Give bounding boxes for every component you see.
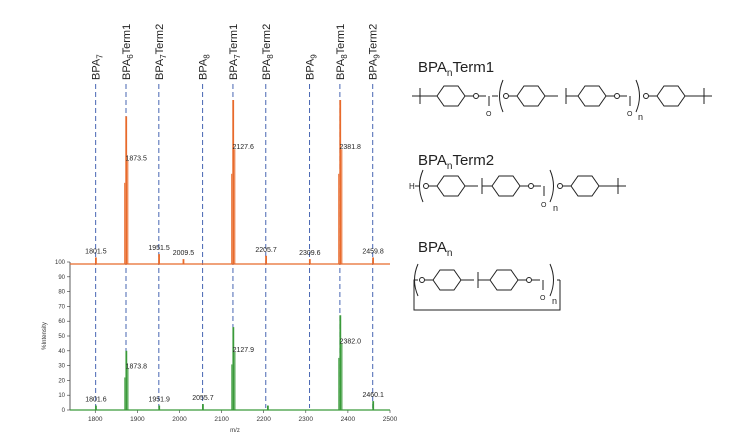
y-tick-label: 70 <box>58 304 65 310</box>
y-tick-label: 60 <box>58 319 65 325</box>
y-tick-label: 90 <box>58 275 65 281</box>
structure-term2-title: BPAnTerm2 <box>418 152 494 172</box>
y-tick-label: 100 <box>55 260 66 266</box>
y-tick-label: 50 <box>58 334 65 340</box>
x-tick-label: 2500 <box>383 416 398 423</box>
peak-label: 2127.9 <box>233 347 255 354</box>
x-axis: 1800 1900 2000 2100 2200 2300 2400 2500 m/z <box>70 409 398 434</box>
structure-cyclic-carbonyl: O <box>540 295 546 302</box>
y-axis-label: %Intensity <box>42 322 48 350</box>
x-tick-label: 2400 <box>341 416 356 423</box>
assignment-label: BPA8 <box>198 54 212 80</box>
peak-label: 2055.7 <box>192 395 214 402</box>
x-tick-label: 1800 <box>88 416 103 423</box>
x-tick-label: 2100 <box>214 416 229 423</box>
peak-label: 1873.8 <box>126 364 148 371</box>
assignment-label: BPA8Term1 <box>335 24 349 80</box>
x-tick-label: 2200 <box>256 416 271 423</box>
peak-label: 1801.6 <box>85 397 107 404</box>
peak-label: 2309.6 <box>299 250 321 257</box>
peak-label: 1951.5 <box>148 245 170 252</box>
structure-cyclic-drawing <box>413 263 561 311</box>
y-tick-label: 0 <box>62 408 66 414</box>
peak-label: 2205.7 <box>255 247 277 254</box>
structure-term1: BPAnTerm1 <box>412 59 712 122</box>
structure-term1-carbonyl-2: O <box>627 111 633 118</box>
assignment-label: BPA7Term1 <box>228 24 242 80</box>
structure-term1-carbonyl: O <box>486 111 492 118</box>
x-tick-label: 2000 <box>172 416 187 423</box>
spectra <box>70 100 390 411</box>
assignment-label: BPA9Term2 <box>368 24 382 80</box>
structure-cyclic: BPAn O n <box>413 239 561 311</box>
assignment-label: BPA7 <box>91 54 105 80</box>
structure-cyclic-title: BPAn <box>418 239 452 259</box>
assignment-label: BPA8Term2 <box>261 24 275 80</box>
structure-term2-h-end: H <box>409 182 415 191</box>
y-tick-label: 40 <box>58 349 65 355</box>
x-ticks: 1800 1900 2000 2100 2200 2300 2400 2500 <box>88 410 398 423</box>
structure-term2-carbonyl: O <box>541 202 547 209</box>
y-axis: 0 10 20 30 40 50 60 70 80 90 100 %Intensity <box>42 260 71 414</box>
structure-term2-n: n <box>553 203 558 213</box>
peak-label: 2460.1 <box>362 392 384 399</box>
assignment-label: BPA9 <box>305 54 319 80</box>
peak-label: 1801.5 <box>85 248 107 255</box>
x-axis-label: m/z <box>230 428 240 434</box>
peak-label: 2382.0 <box>340 339 362 346</box>
peak-label: 1951.9 <box>149 397 171 404</box>
peak-label: 2459.8 <box>362 248 384 255</box>
peak-label: 2381.8 <box>340 144 362 151</box>
peak-label: 2127.6 <box>232 144 254 151</box>
y-tick-label: 20 <box>58 378 65 384</box>
peak-label: 2009.5 <box>173 250 195 257</box>
y-tick-label: 30 <box>58 364 65 370</box>
structure-term1-drawing <box>412 79 712 113</box>
y-tick-label: 80 <box>58 290 65 296</box>
y-ticks: 0 10 20 30 40 50 60 70 80 90 100 <box>55 260 70 414</box>
structure-term1-n: n <box>638 112 643 122</box>
structure-term2: BPAnTerm2 H O n <box>409 152 626 213</box>
structure-term2-drawing <box>415 169 626 203</box>
x-tick-label: 2300 <box>299 416 314 423</box>
x-tick-label: 1900 <box>130 416 145 423</box>
peak-label: 1873.5 <box>125 156 147 163</box>
assignment-label: BPA6Term1 <box>121 24 135 80</box>
structure-term1-title: BPAnTerm1 <box>418 59 494 79</box>
assignment-label: BPA7Term2 <box>154 24 168 80</box>
structure-cyclic-n: n <box>552 296 557 306</box>
y-tick-label: 10 <box>58 393 65 399</box>
